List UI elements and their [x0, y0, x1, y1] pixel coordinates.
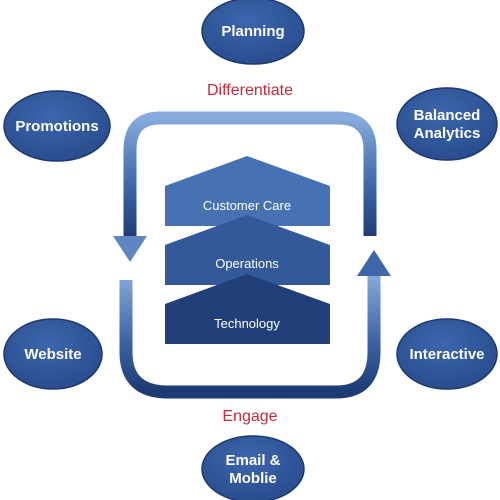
- node-email-mobile: Email & Moblie: [201, 435, 305, 500]
- node-promotions-label: Promotions: [15, 118, 98, 135]
- tier-customer-care: [165, 156, 330, 226]
- tier-customer-care-label: Customer Care: [203, 198, 291, 213]
- tier-technology-label: Technology: [214, 316, 280, 331]
- down-arrowhead-icon: [113, 236, 147, 262]
- engage-label: Engage: [222, 408, 277, 425]
- node-balanced-analytics: Balanced Analytics: [396, 87, 498, 161]
- differentiate-label: Differentiate: [207, 82, 293, 99]
- node-website: Website: [3, 318, 103, 390]
- tier-stack: Customer Care Operations Technology: [165, 156, 330, 344]
- node-website-label: Website: [24, 346, 81, 363]
- node-email-mobile-line1: Email &: [225, 452, 280, 469]
- up-arrowhead-icon: [357, 250, 391, 276]
- node-planning: Planning: [201, 0, 305, 65]
- tier-operations-label: Operations: [215, 256, 279, 271]
- tier-operations: [165, 215, 330, 285]
- node-balanced-analytics-line1: Balanced: [414, 107, 481, 124]
- upper-cycle-arrow: [123, 111, 377, 240]
- lower-cycle-arrow: [119, 274, 381, 399]
- node-interactive: Interactive: [396, 318, 498, 390]
- tier-technology: [165, 274, 330, 344]
- node-email-mobile-line2: Moblie: [229, 470, 277, 487]
- node-balanced-analytics-line2: Analytics: [414, 125, 481, 142]
- node-interactive-label: Interactive: [409, 346, 484, 363]
- cycle-arrows: [113, 111, 391, 399]
- node-promotions: Promotions: [3, 90, 111, 162]
- node-planning-label: Planning: [221, 23, 284, 40]
